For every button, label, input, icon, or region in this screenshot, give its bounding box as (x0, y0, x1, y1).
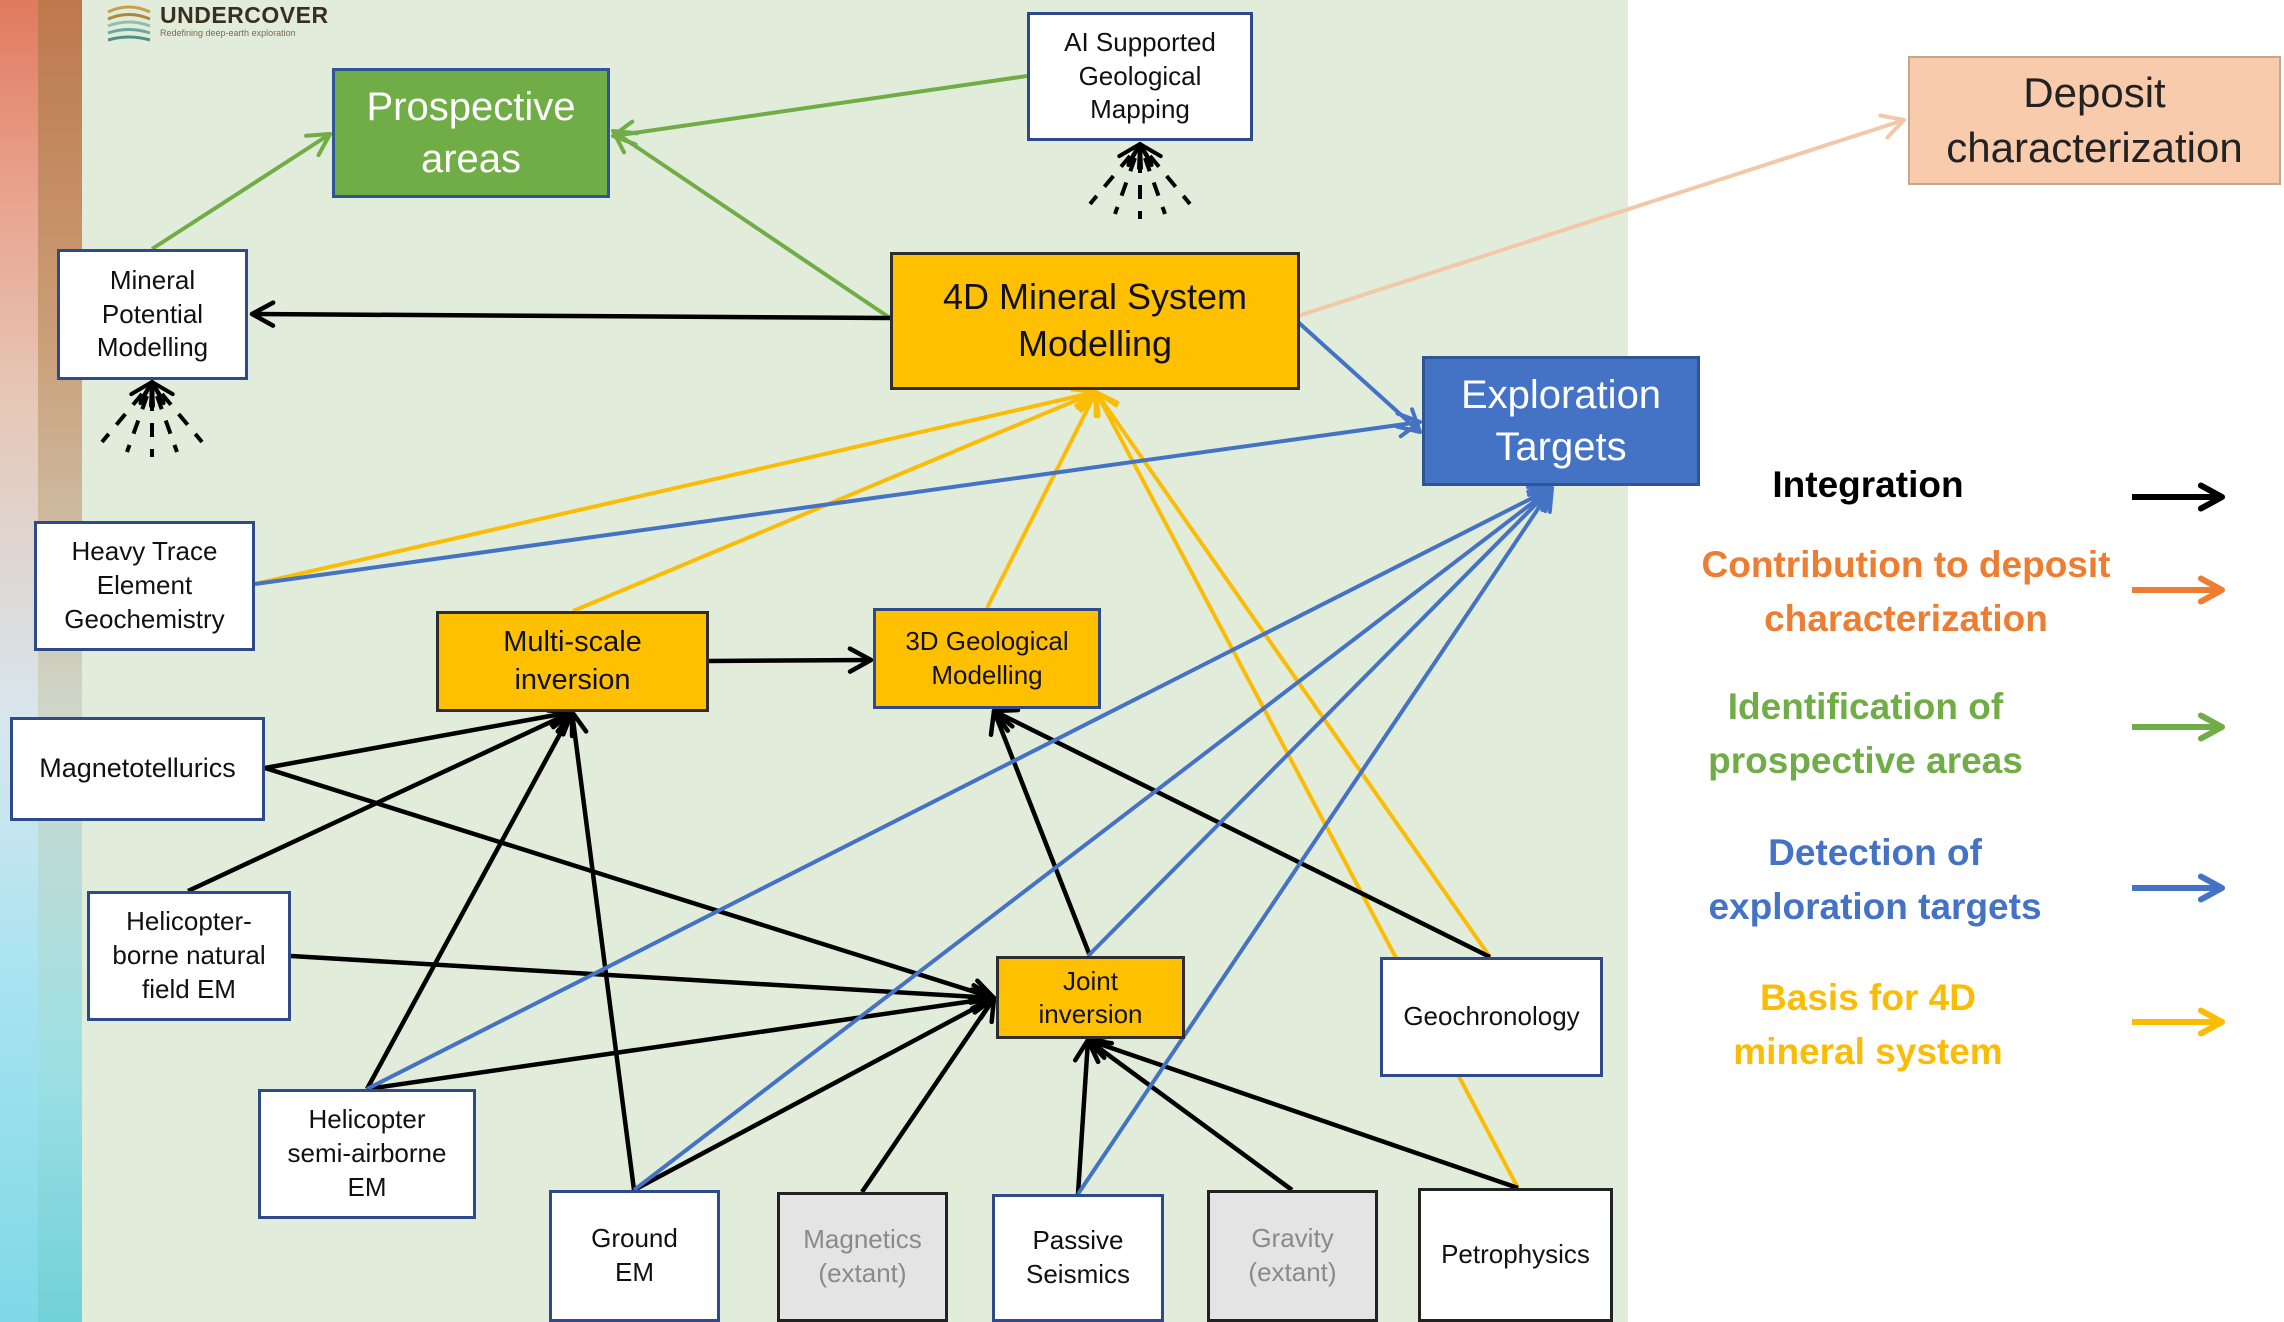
connector-to-joint-inversion (366, 995, 995, 1092)
arrowhead (2197, 712, 2225, 742)
dashed-ray (155, 395, 179, 453)
deposit-connectors (1297, 113, 1906, 318)
node-joint-inversion: Joint inversion (996, 956, 1185, 1039)
node-heavy-trace-element-geochemistry: Heavy Trace Element Geochemistry (34, 521, 255, 651)
node-helicopter-natural-field-em: Helicopter- borne natural field EM (87, 891, 291, 1021)
arrowhead (1878, 113, 1906, 140)
node-geochronology: Geochronology (1380, 957, 1603, 1077)
node-petrophysics: Petrophysics (1418, 1188, 1613, 1322)
prospective-connectors (150, 74, 1028, 320)
arrowhead (847, 646, 874, 674)
arrowhead (1528, 486, 1554, 514)
arrowhead (150, 380, 175, 408)
target-connectors (254, 320, 1554, 1196)
logo-mark-icon (107, 5, 151, 42)
logo: UNDERCOVER Redefining deep-earth explora… (104, 0, 334, 48)
connector-to-multiscale (187, 709, 573, 894)
connector-to-targets (1086, 486, 1554, 958)
logo-title: UNDERCOVER (160, 2, 329, 28)
connector-4d-to-mineral-potential (251, 311, 891, 321)
arrowhead (991, 707, 1021, 733)
arrowhead (1395, 411, 1422, 439)
node-multiscale-inversion: Multi-scale inversion (436, 611, 709, 712)
arrowhead (970, 995, 997, 1025)
node-mineral-potential-modelling: Mineral Potential Modelling (57, 249, 248, 380)
connector-geochronology-to-3d (993, 708, 1491, 960)
connector-basis-to-4d (985, 391, 1098, 609)
connector-heavy-trace-to-targets (254, 420, 1421, 586)
basis-connectors (254, 383, 1520, 1189)
node-4d-mineral-system-modelling: 4D Mineral System Modelling (890, 252, 1300, 390)
integration-connectors (187, 300, 1519, 1195)
connector-multiscale-to-3d (708, 657, 872, 664)
arrowhead (2197, 482, 2225, 512)
dashed-ray (1088, 154, 1132, 206)
dashed-ray-decorations (100, 142, 1192, 457)
arrowhead (1093, 390, 1119, 418)
connector-basis-to-4d (1094, 390, 1492, 959)
connector-to-joint-inversion (264, 765, 995, 1001)
connector-to-targets (366, 486, 1553, 1091)
connector-joint-to-3d (991, 710, 1093, 957)
arrowhead (2197, 575, 2225, 605)
connector-basis-to-4d (254, 390, 1097, 586)
legend-label-exploration-targets: Detection of exploration targets (1708, 832, 2042, 927)
node-passive-seismics: Passive Seismics (992, 1194, 1164, 1322)
node-3d-geological-modelling: 3D Geological Modelling (873, 608, 1101, 709)
legend-label-prospective-areas: Identification of prospective areas (1708, 686, 2023, 781)
decorative-side-strip-inner (38, 0, 82, 1322)
connector-to-joint-inversion (1087, 1037, 1519, 1191)
connector-4d-to-deposit (1297, 118, 1905, 318)
node-prospective-areas: Prospective areas (332, 68, 610, 198)
connector-to-joint-inversion (860, 996, 996, 1194)
arrowhead (304, 132, 332, 158)
connector-to-joint-inversion (1075, 1039, 1091, 1195)
dashed-ray (125, 395, 149, 453)
connector-to-multiscale (264, 709, 573, 771)
legend-label-4d-mineral-system: Basis for 4D mineral system (1733, 977, 2003, 1072)
dashed-ray (100, 392, 144, 444)
node-magnetotellurics: Magnetotellurics (10, 717, 265, 821)
arrowhead (611, 129, 639, 155)
connector-to-joint-inversion (290, 953, 995, 1001)
node-gravity-extant: Gravity (extant) (1207, 1190, 1378, 1322)
legend-arrows (2132, 482, 2225, 1037)
arrowhead (249, 300, 276, 328)
arrowhead (2197, 1007, 2225, 1037)
dashed-ray (1148, 154, 1192, 206)
connector-to-targets (1076, 486, 1554, 1196)
connector-4d-to-prospective (611, 129, 892, 320)
connector-to-targets (632, 486, 1554, 1192)
node-ground-em: Ground EM (549, 1190, 720, 1322)
legend-label-deposit-characterization: Contribution to deposit characterization (1701, 544, 2111, 639)
dashed-ray (1143, 157, 1167, 215)
arrowhead (2197, 873, 2225, 903)
connector-to-multiscale (569, 711, 637, 1191)
legend-label-integration: Integration (1772, 464, 1964, 505)
connector-to-joint-inversion (632, 996, 996, 1192)
node-exploration-targets: Exploration Targets (1422, 356, 1700, 486)
arrowhead (1394, 407, 1422, 434)
connector-mineral-potential-to-prospective (150, 132, 332, 251)
connector-to-joint-inversion (1086, 1038, 1294, 1192)
arrowhead (561, 709, 589, 737)
node-deposit-characterization: Deposit characterization (1908, 56, 2281, 185)
connector-to-multiscale (365, 710, 574, 1091)
dashed-ray (160, 392, 204, 444)
arrowhead (1138, 142, 1163, 170)
node-ai-geological-mapping: AI Supported Geological Mapping (1027, 12, 1253, 141)
node-magnetics-extant: Magnetics (extant) (777, 1192, 948, 1322)
logo-tagline: Redefining deep-earth exploration (160, 28, 296, 38)
dashed-ray (1113, 157, 1137, 215)
connector-ai-mapping-to-prospective (612, 74, 1028, 138)
node-helicopter-semi-airborne-em: Helicopter semi-airborne EM (258, 1089, 476, 1219)
